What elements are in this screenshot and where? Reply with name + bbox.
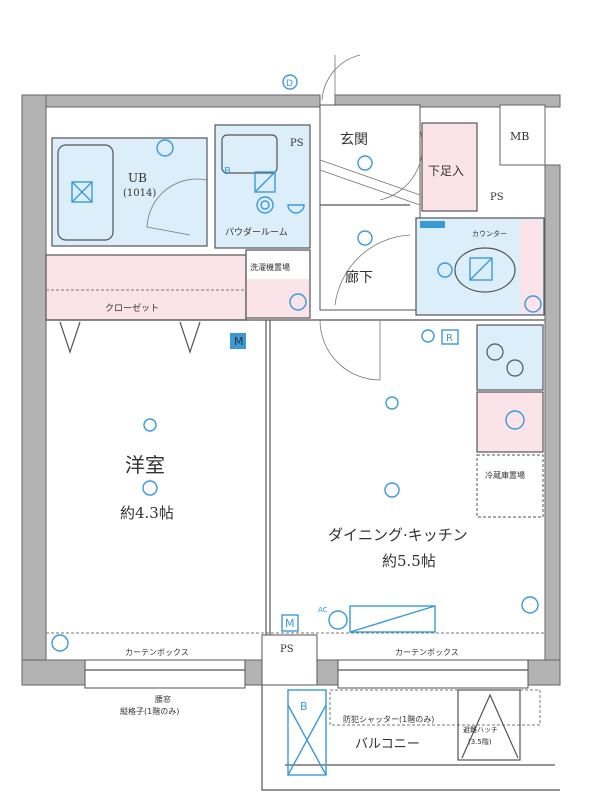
bath-size: (1014) — [123, 188, 156, 199]
fridge-space — [476, 454, 544, 518]
closet — [45, 254, 247, 321]
fridge-label: 冷蔵庫置場 — [485, 470, 525, 480]
ps-label-3: PS — [280, 644, 294, 655]
stove — [476, 324, 544, 391]
bath-label: UB — [128, 171, 147, 185]
shoe-cabinet — [421, 122, 478, 212]
ps-label-2: PS — [490, 192, 504, 203]
ac-label: AC — [318, 606, 328, 614]
hall-label: 廊下 — [345, 269, 373, 286]
entrance-label: 玄関 — [340, 131, 368, 148]
range-label: R — [446, 333, 453, 344]
labels: 洋室 約4.3帖 ダイニング·キッチン 約5.5帖 UB (1014) パウダー… — [105, 130, 529, 752]
powder-label: パウダールーム — [225, 226, 288, 238]
curtain-box-label-1: カーテンボックス — [125, 648, 189, 657]
d-label: D — [286, 79, 293, 89]
b-symbol: B — [224, 166, 231, 177]
waist-window-label: 腰窓 — [155, 694, 171, 704]
dining-label: ダイニング·キッチン — [328, 526, 468, 544]
meter-label: M — [234, 335, 244, 348]
lattice-label: 縦格子(1階のみ) — [120, 706, 179, 716]
ps-label-1: PS — [290, 138, 304, 149]
hatch-floor-label: (3.5階) — [468, 737, 492, 746]
b-box-label: B — [300, 700, 308, 713]
shutter-label: 防犯シャッター(1階のみ) — [343, 714, 434, 724]
powder-room — [214, 124, 311, 249]
ceiling-lights — [51, 329, 539, 652]
shoe-label: 下足入 — [428, 164, 464, 178]
door-phone — [282, 74, 298, 90]
partitions — [46, 319, 545, 635]
b-box — [287, 689, 327, 776]
counter-label: カウンター — [472, 229, 507, 238]
washer-label: 洗濯機置場 — [250, 262, 290, 272]
ac-unit — [349, 605, 436, 633]
mb-label: MB — [510, 130, 529, 143]
hatch-label: 避難ハッチ — [463, 725, 498, 734]
meter-box-2 — [281, 614, 299, 632]
range-outlet — [441, 329, 459, 345]
sink — [476, 391, 544, 453]
curtain-box-label-2: カーテンボックス — [395, 648, 459, 657]
unit-bath — [51, 137, 208, 247]
meter-box — [230, 333, 246, 349]
windows — [84, 634, 529, 689]
western-room-label: 洋室 — [125, 453, 165, 477]
closet-label: クローゼット — [105, 302, 159, 314]
meter-label-2: M — [285, 617, 295, 630]
balcony-label: バルコニー — [355, 737, 420, 752]
western-room-size: 約4.3帖 — [120, 504, 174, 522]
balcony: B — [261, 685, 560, 791]
dining-size: 約5.5帖 — [382, 552, 436, 570]
